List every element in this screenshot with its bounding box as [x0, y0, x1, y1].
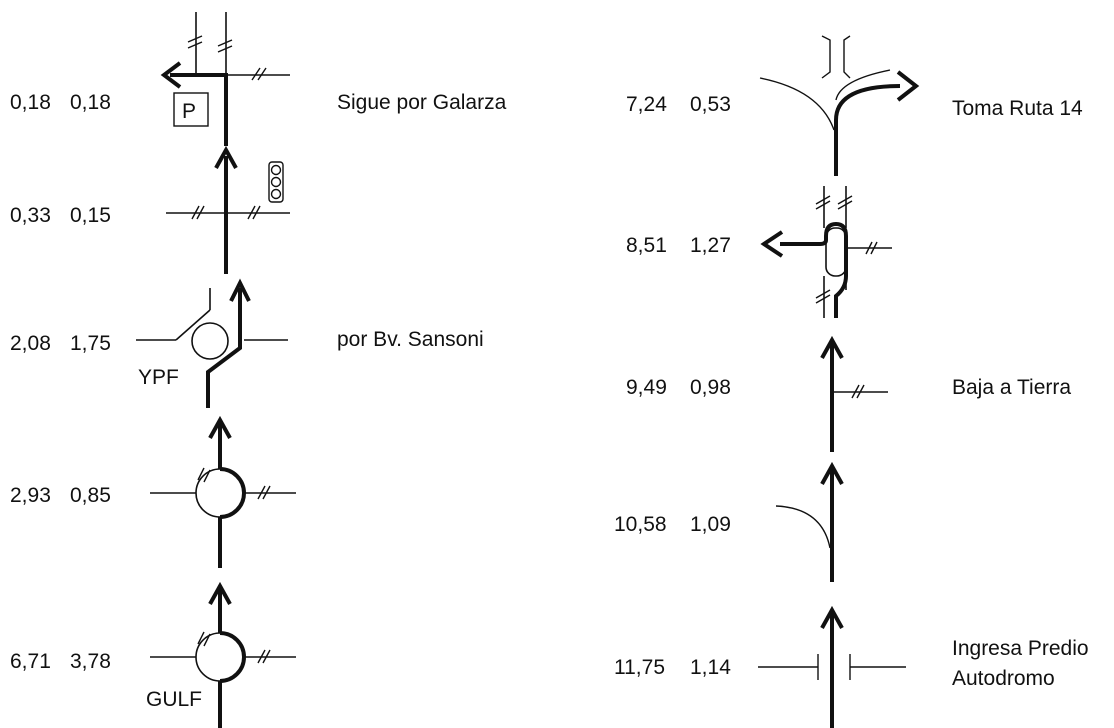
right-row1-note: Toma Ruta 14 [952, 97, 1083, 120]
right-row5-total: 11,75 [614, 656, 665, 679]
left-row3-total: 2,08 [10, 332, 51, 355]
left-row1-total: 0,18 [10, 91, 51, 114]
right-row1-junction [759, 35, 920, 176]
left-row4-partial: 0,85 [70, 484, 111, 507]
left-row5-partial: 3,78 [70, 650, 111, 673]
right-row4-total: 10,58 [614, 513, 667, 536]
ypf-label: YPF [138, 366, 179, 389]
gulf-label: GULF [146, 688, 202, 711]
right-row3-junction [820, 335, 888, 452]
right-row5-partial: 1,14 [690, 656, 731, 679]
left-row3-note: por Bv. Sansoni [337, 328, 484, 351]
right-row5-note-line2: Autodromo [952, 667, 1055, 690]
right-row3-total: 9,49 [626, 376, 667, 399]
roundabout-icon [150, 415, 296, 568]
right-row1-total: 7,24 [626, 93, 667, 116]
left-row2-junction [166, 145, 290, 274]
parking-icon: P [173, 92, 209, 127]
left-row3-partial: 1,75 [70, 332, 111, 355]
right-row2-junction [760, 186, 892, 318]
left-row1-partial: 0,18 [70, 91, 111, 114]
right-row3-note: Baja a Tierra [952, 376, 1071, 399]
right-row2-partial: 1,27 [690, 234, 731, 257]
left-row2-partial: 0,15 [70, 204, 111, 227]
gate-icon [758, 605, 906, 728]
left-row5-total: 6,71 [10, 650, 51, 673]
right-row2-total: 8,51 [626, 234, 667, 257]
right-row1-partial: 0,53 [690, 93, 731, 116]
right-row5-note: Ingresa Predio [952, 637, 1089, 660]
right-row4-partial: 1,09 [690, 513, 731, 536]
right-row4-junction [775, 461, 844, 582]
left-row4-total: 2,93 [10, 484, 51, 507]
left-row2-total: 0,33 [10, 204, 51, 227]
traffic-light-icon [268, 161, 284, 203]
left-row1-junction [160, 12, 290, 146]
roundabout-icon [150, 581, 296, 728]
left-row3-junction [136, 278, 288, 408]
left-row1-note: Sigue por Galarza [337, 91, 507, 114]
parking-label: P [182, 100, 196, 123]
right-row3-partial: 0,98 [690, 376, 731, 399]
